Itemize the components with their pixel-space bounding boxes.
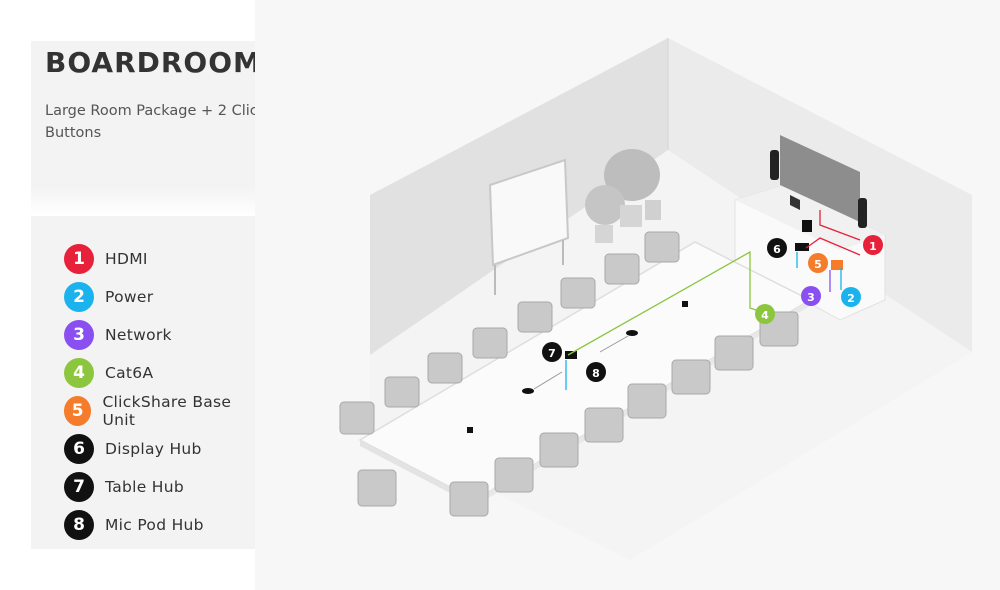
legend-item-cat6a: 4 Cat6A	[64, 358, 153, 388]
legend-item-table-hub: 7 Table Hub	[64, 472, 184, 502]
callout-clickshare: 5	[808, 253, 828, 273]
legend-label: Mic Pod Hub	[105, 516, 204, 534]
mic-pod	[522, 388, 534, 394]
legend-label: ClickShare Base Unit	[102, 393, 232, 429]
camera	[790, 195, 800, 210]
legend-item-display-hub: 6 Display Hub	[64, 434, 202, 464]
legend-label: Power	[105, 288, 154, 306]
info-panel: BOARDROOM Large Room Package + 2 ClickSh…	[0, 0, 308, 590]
callout-power: 2	[841, 287, 861, 307]
whiteboard	[488, 158, 570, 295]
legend-number: 5	[64, 396, 92, 426]
callout-hdmi: 1	[863, 235, 883, 255]
tap-controller	[802, 220, 812, 232]
speaker-right	[858, 198, 867, 228]
legend-number: 2	[64, 282, 94, 312]
callout-number: 3	[807, 291, 815, 304]
clickshare-button	[467, 427, 473, 433]
legend-number: 7	[64, 472, 94, 502]
legend-number: 4	[64, 358, 94, 388]
legend-item-mic-pod-hub: 8 Mic Pod Hub	[64, 510, 204, 540]
callout-mic-pod-hub: 8	[586, 362, 606, 382]
callout-number: 1	[869, 240, 877, 253]
legend-item-hdmi: 1 HDMI	[64, 244, 148, 274]
legend-item-power: 2 Power	[64, 282, 153, 312]
legend-label: HDMI	[105, 250, 148, 268]
legend-label: Cat6A	[105, 364, 154, 382]
callout-number: 7	[548, 347, 556, 360]
mic-pod	[626, 330, 638, 336]
legend-number: 6	[64, 434, 94, 464]
callout-display-hub: 6	[767, 238, 787, 258]
legend-label: Display Hub	[105, 440, 202, 458]
callout-number: 8	[592, 367, 600, 380]
display-screen	[770, 135, 867, 228]
clickshare-base-device	[831, 260, 843, 270]
page-title: BOARDROOM	[45, 46, 262, 79]
callout-number: 4	[761, 309, 769, 322]
callout-number: 6	[773, 243, 781, 256]
display-hub-device	[795, 243, 809, 251]
clickshare-button	[682, 301, 688, 307]
legend-item-network: 3 Network	[64, 320, 172, 350]
callout-number: 5	[814, 258, 822, 271]
legend-label: Network	[105, 326, 172, 344]
table-devices	[467, 220, 843, 433]
callout-cat6a: 4	[755, 304, 775, 324]
hdmi-cable	[805, 237, 861, 256]
legend-number: 1	[64, 244, 94, 274]
chairs	[339, 231, 799, 517]
legend-label: Table Hub	[105, 478, 185, 496]
title-card	[31, 41, 255, 186]
callout-network: 3	[801, 286, 821, 306]
speaker-left	[770, 150, 779, 180]
table-hub-device	[565, 351, 577, 359]
plants	[585, 149, 661, 243]
callout-number: 2	[847, 292, 855, 305]
hdmi-cable	[819, 210, 861, 241]
page-subtitle: Large Room Package + 2 ClickShare Button…	[45, 103, 309, 141]
room-illustration: 1 2 3 4 5 6 7 8	[255, 0, 1000, 590]
cables	[533, 210, 861, 390]
callout-table-hub: 7	[542, 342, 562, 362]
legend-item-clickshare: 5 ClickShare Base Unit	[64, 393, 255, 429]
legend-number: 8	[64, 510, 94, 540]
legend-number: 3	[64, 320, 94, 350]
